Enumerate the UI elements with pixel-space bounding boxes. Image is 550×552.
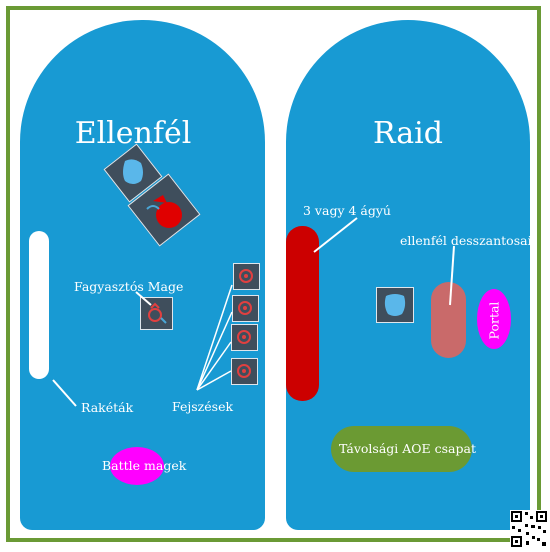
enemy-desantos-pill (431, 282, 466, 358)
enemy-panel (20, 20, 265, 530)
portal-ellipse (477, 289, 511, 349)
frost-mage-unit-icon (140, 297, 173, 330)
battle-mages-ellipse (110, 447, 164, 485)
heads-label: Fejszések (172, 399, 234, 414)
rockets-bar (29, 231, 49, 379)
cannons-label: 3 vagy 4 ágyú (303, 203, 391, 218)
cannon-bar (286, 226, 319, 401)
ranged-aoe-label: Távolsági AOE csapat (339, 441, 476, 456)
blue-drop-icon (376, 287, 414, 323)
axe-warrior-icon (231, 358, 258, 385)
axe-warrior-icon (233, 263, 260, 290)
frost-mage-label: Fagyasztós Mage (74, 279, 184, 294)
raid-panel-title: Raid (373, 116, 443, 151)
portal-label: Portal (486, 301, 502, 340)
battle-mages-label: Battle magek (102, 458, 187, 473)
axe-warrior-icon (232, 295, 259, 322)
ranged-aoe-pill (331, 426, 472, 472)
enemy-hero-icon (127, 173, 201, 247)
qr-code-icon (510, 510, 548, 548)
rockets-label: Rakéták (81, 400, 134, 415)
outer-frame (6, 6, 541, 542)
frost-mage-icon (103, 143, 163, 203)
axe-warrior-icon (231, 324, 258, 351)
enemy-desantos-label: ellenfél desszantosai (400, 233, 532, 248)
